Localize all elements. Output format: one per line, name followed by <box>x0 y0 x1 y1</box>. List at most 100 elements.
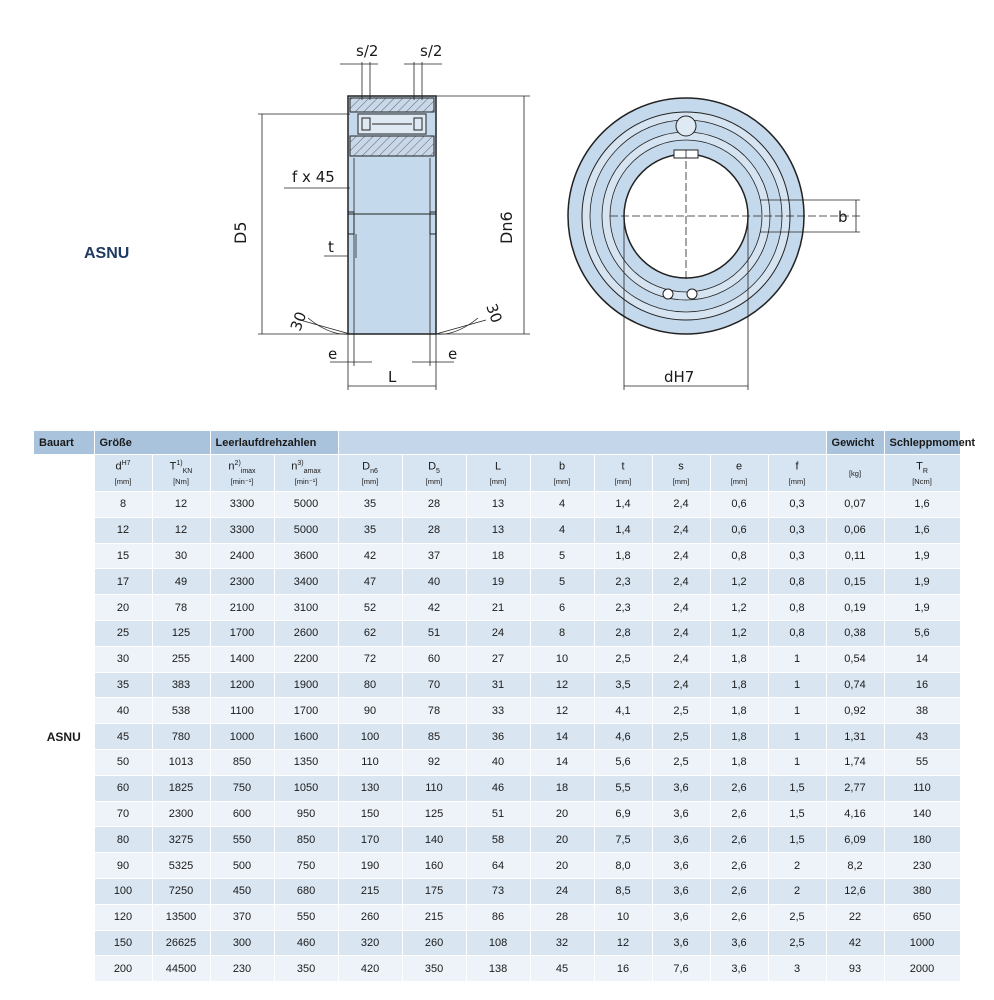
table-cell: 1,5 <box>768 775 827 802</box>
column-unit: [Ncm] <box>912 477 932 487</box>
table-cell: 2,4 <box>652 568 711 596</box>
table-cell: 170 <box>338 826 403 854</box>
table-cell: 0,15 <box>826 568 885 596</box>
table-cell: 0,8 <box>768 594 827 621</box>
front-view: b dH7 <box>567 97 860 390</box>
table-cell: 90 <box>338 697 403 725</box>
column-unit: [mm] <box>788 477 806 487</box>
table-cell: 64 <box>466 852 531 879</box>
table-cell: 0,6 <box>710 491 769 518</box>
table-cell: 108 <box>466 930 531 957</box>
column-symbol: e <box>735 460 743 473</box>
column-header: f[mm] <box>768 454 827 492</box>
table-cell: 0,8 <box>768 620 827 647</box>
table-cell: 80 <box>338 672 403 699</box>
table-cell: 18 <box>530 775 595 802</box>
table-cell: 2,6 <box>710 775 769 802</box>
column-symbol: D <box>362 460 371 473</box>
table-cell: 850 <box>274 826 339 854</box>
table-cell: 2,6 <box>710 878 769 905</box>
column-unit: [mm] <box>672 477 690 487</box>
table-cell: 37 <box>402 543 467 570</box>
table-cell: 140 <box>402 826 467 854</box>
table-cell: 2,4 <box>652 491 711 518</box>
group-header-bauart: Bauart <box>34 431 95 455</box>
table-cell: 1350 <box>274 749 339 776</box>
table-cell: 85 <box>402 723 467 750</box>
table-cell: 5,6 <box>884 620 961 647</box>
table-cell: 51 <box>466 801 531 828</box>
table-cell: 3275 <box>152 826 211 854</box>
table-cell: 45 <box>530 955 595 983</box>
column-subscript: R <box>922 467 928 475</box>
table-cell: 36 <box>466 723 531 750</box>
table-cell: 2,3 <box>594 568 653 596</box>
table-cell: 450 <box>210 878 275 905</box>
table-cell: 120 <box>94 904 153 931</box>
table-cell: 1,2 <box>710 620 769 647</box>
column-superscript: 3) <box>297 459 304 467</box>
table-cell: 60 <box>402 646 467 673</box>
t-label: t <box>328 238 334 256</box>
table-cell: 2 <box>768 878 827 905</box>
table-cell: 0,74 <box>826 672 885 699</box>
column-superscript: H7 <box>121 459 131 467</box>
table-cell: 1,4 <box>594 491 653 518</box>
table-cell: 2,3 <box>594 594 653 621</box>
table-cell: 92 <box>402 749 467 776</box>
table-cell: 255 <box>152 646 211 673</box>
table-cell: 1000 <box>884 930 961 957</box>
table-cell: 0,07 <box>826 491 885 518</box>
table-cell: 16 <box>884 672 961 699</box>
table-cell: 86 <box>466 904 531 931</box>
table-cell: 2200 <box>274 646 339 673</box>
table-cell: 51 <box>402 620 467 647</box>
table-cell: 5000 <box>274 491 339 518</box>
table-cell: 1050 <box>274 775 339 802</box>
table-cell: 35 <box>94 672 153 699</box>
table-cell: 150 <box>94 930 153 957</box>
column-subscript: KN <box>182 467 193 475</box>
column-unit: [kg] <box>848 469 862 479</box>
table-cell: 40 <box>466 749 531 776</box>
table-cell: 13500 <box>152 904 211 931</box>
table-cell: 1,9 <box>884 568 961 596</box>
d5-label: D5 <box>231 222 250 245</box>
table-cell: 78 <box>402 697 467 725</box>
table-cell: 1400 <box>210 646 275 673</box>
table-cell: 140 <box>884 801 961 828</box>
table-cell: 680 <box>274 878 339 905</box>
table-cell: 50 <box>94 749 153 776</box>
table-cell: 550 <box>274 904 339 931</box>
column-subscript: 5 <box>436 467 440 475</box>
table-cell: 4,6 <box>594 723 653 750</box>
column-header: T1)KN[Nm] <box>152 454 211 492</box>
table-cell: 2,6 <box>710 801 769 828</box>
table-cell: 1,6 <box>884 491 961 518</box>
column-header: TR[Ncm] <box>884 454 961 492</box>
column-header: t[mm] <box>594 454 653 492</box>
table-cell: 850 <box>210 749 275 776</box>
column-unit: [mm] <box>730 477 748 487</box>
table-cell: 1 <box>768 723 827 750</box>
table-cell: 26625 <box>152 930 211 957</box>
column-unit: [mm] <box>114 477 132 487</box>
column-subscript: imax <box>240 467 256 475</box>
table-cell: 260 <box>338 904 403 931</box>
column-header: n2)imax[min⁻¹] <box>210 454 275 492</box>
column-unit: [mm] <box>489 477 507 487</box>
table-cell: 49 <box>152 568 211 596</box>
table-cell: 93 <box>826 955 885 983</box>
column-header: [kg] <box>826 454 885 492</box>
table-cell: 230 <box>884 852 961 879</box>
column-header: b[mm] <box>530 454 595 492</box>
table-cell: 100 <box>338 723 403 750</box>
table-cell: 2100 <box>210 594 275 621</box>
group-header-gewicht: Gewicht <box>826 431 885 455</box>
